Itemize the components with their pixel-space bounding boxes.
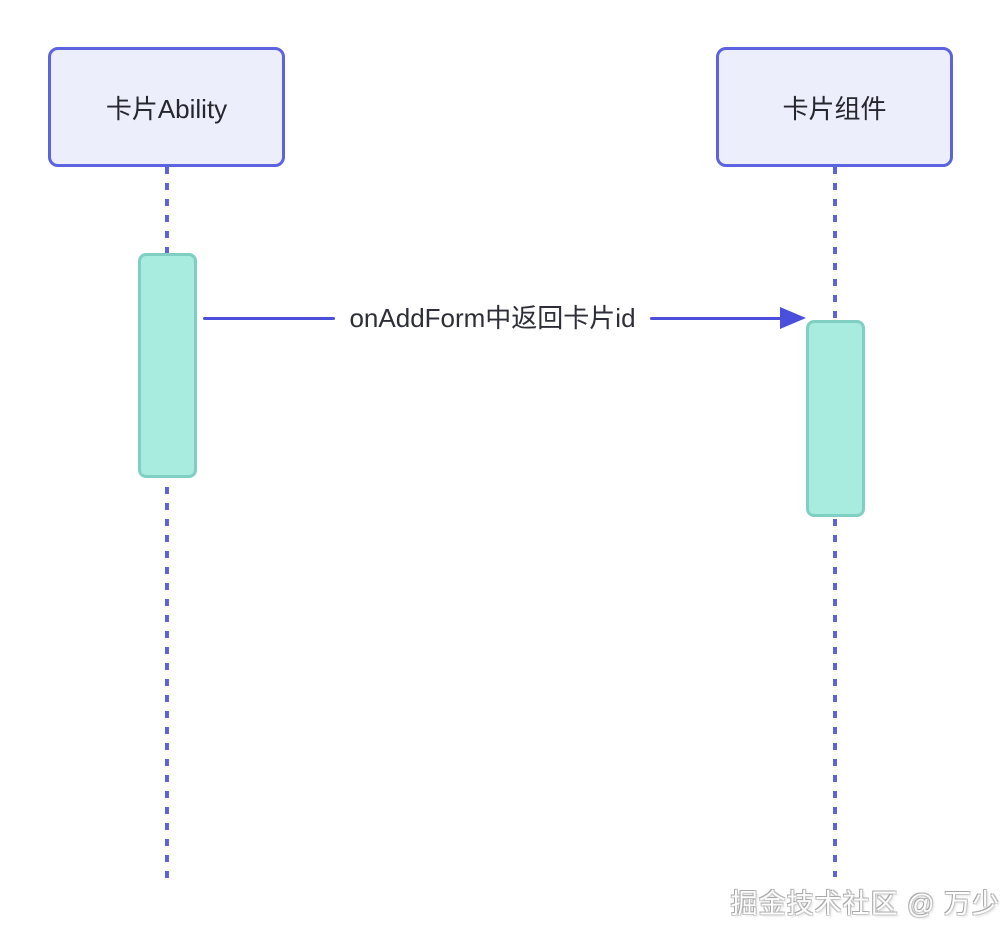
lifeline-card-ability (165, 167, 169, 880)
activation-bar-card-ability (138, 253, 197, 478)
message-label: onAddForm中返回卡片id (349, 303, 636, 333)
message-line-left (203, 316, 336, 320)
watermark: 掘金技术社区 @ 万少 (730, 889, 1000, 919)
message-line-right (649, 316, 783, 320)
message-arrow: onAddForm中返回卡片id (203, 301, 807, 335)
actor-box-card-component: 卡片组件 (716, 47, 953, 167)
activation-bar-card-component (806, 320, 865, 517)
actor-box-card-ability: 卡片Ability (48, 47, 285, 167)
actor-label-card-component: 卡片组件 (782, 93, 887, 124)
arrowhead-icon (780, 307, 807, 329)
actor-label-card-ability: 卡片Ability (105, 93, 228, 124)
lifeline-card-component (833, 167, 837, 877)
